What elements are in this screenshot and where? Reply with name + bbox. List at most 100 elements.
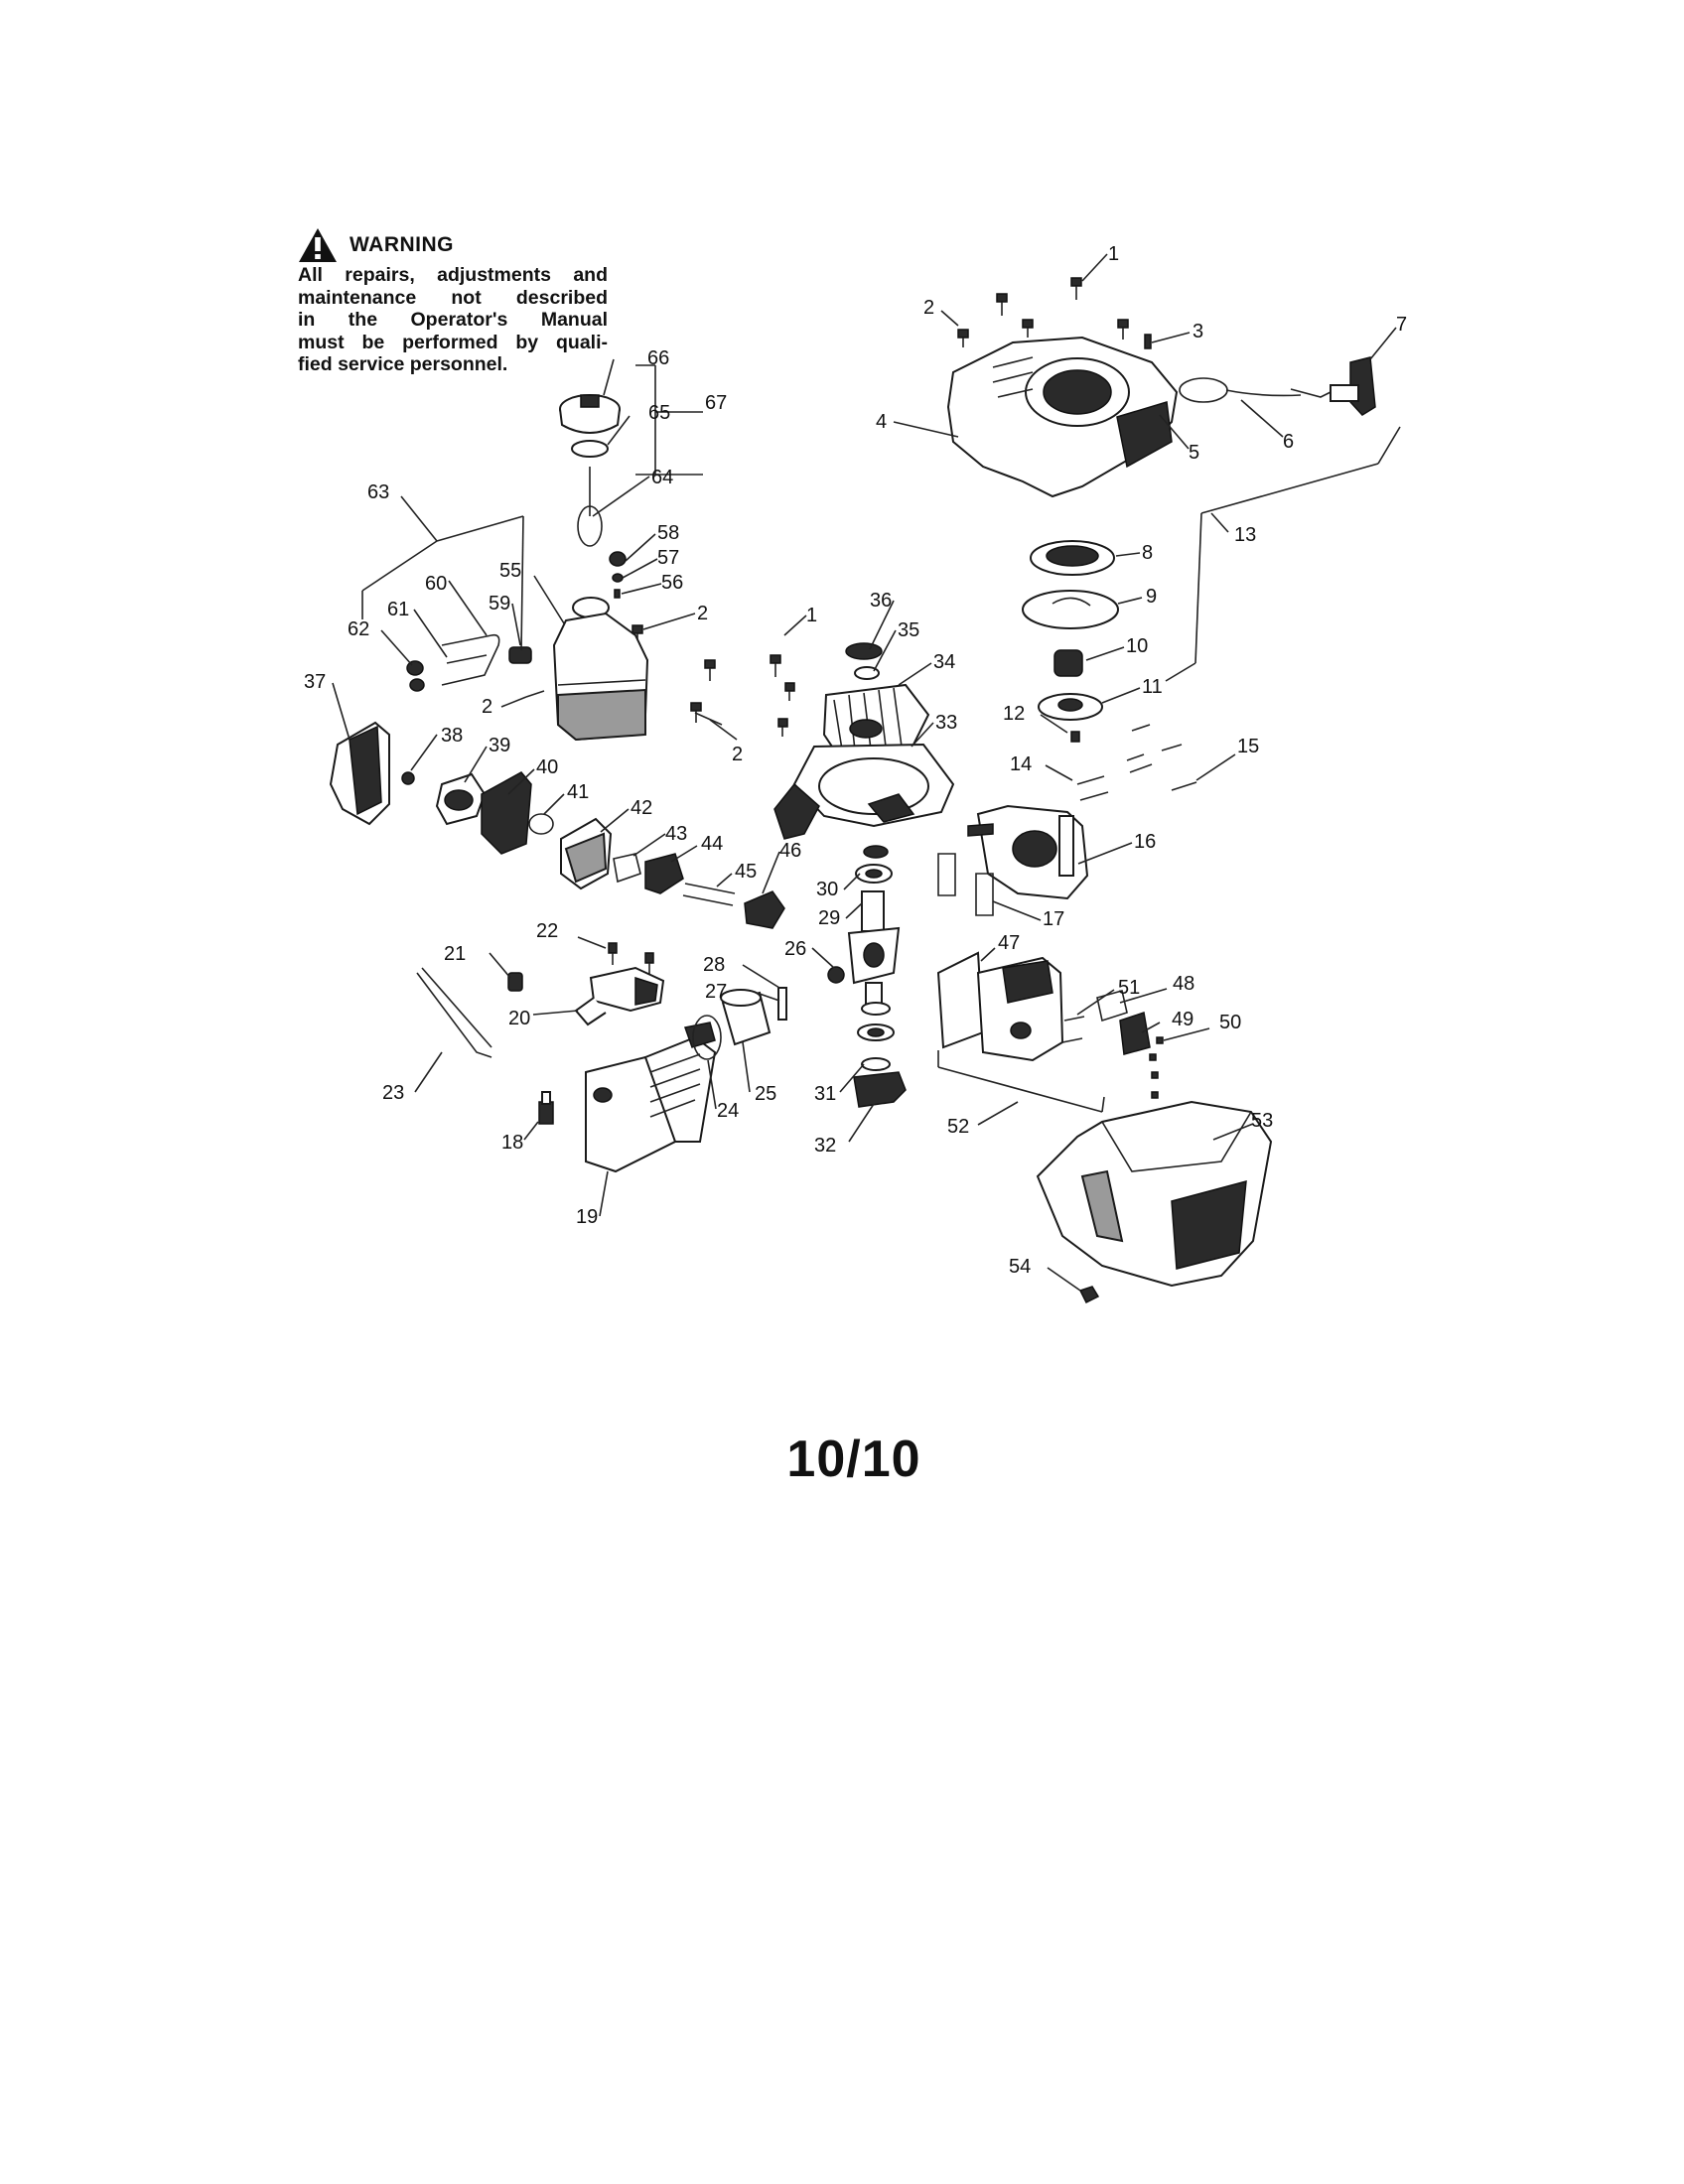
callout-label: 11 [1142, 676, 1163, 698]
gasket-part [937, 853, 994, 916]
callout-label: 2 [732, 744, 743, 765]
muffler-assembly-part [936, 951, 1164, 1099]
fuel-tank-part [552, 597, 649, 742]
callout-label: 55 [499, 560, 521, 582]
callout-label: 15 [1237, 736, 1259, 757]
callout-label: 25 [755, 1083, 776, 1105]
callout-label: 33 [935, 712, 957, 734]
crankshaft-part [827, 845, 901, 1014]
callout-label: 12 [1003, 703, 1025, 725]
callout-label: 65 [648, 402, 670, 424]
callout-label: 9 [1146, 586, 1157, 608]
callout-label: 10 [1126, 635, 1148, 657]
callout-label: 3 [1193, 321, 1203, 342]
spark-plug-part [538, 1091, 554, 1125]
callout-label: 52 [947, 1116, 969, 1138]
callout-label: 13 [1234, 524, 1256, 546]
callout-label: 45 [735, 861, 757, 883]
callout-label: 56 [661, 572, 683, 594]
nut-part [1078, 1286, 1100, 1304]
callout-label: 19 [576, 1206, 598, 1228]
warning-line: must be performed by quali- [298, 331, 608, 353]
callout-label: 8 [1142, 542, 1153, 564]
warning-line: maintenance not described [298, 286, 608, 309]
callout-label: 63 [367, 481, 389, 503]
warning-line: in the Operator's Manual [298, 309, 608, 331]
callout-labels: 1 2 3 7 66 65 67 4 5 6 64 63 13 58 57 55… [304, 243, 1407, 1278]
callout-label: 17 [1043, 908, 1064, 930]
recoil-pulley-stack [1022, 540, 1119, 743]
fuel-cap-part [559, 394, 627, 599]
bolts-part [1076, 724, 1197, 801]
callout-label: 57 [657, 547, 679, 569]
piston-part [720, 989, 772, 1046]
engine-cover-part [1036, 1100, 1273, 1288]
piston-ring-part [692, 1015, 722, 1060]
warning-title: WARNING [350, 233, 454, 256]
callout-label: 64 [651, 467, 673, 488]
recoil-housing-part [946, 336, 1179, 498]
callout-label: 35 [898, 619, 919, 641]
cylinder-part [585, 1022, 717, 1173]
page-number: 10/10 [786, 1431, 921, 1488]
callout-label: 20 [508, 1008, 530, 1029]
wire-part [416, 967, 492, 1058]
warning-line: fied service personnel. [298, 353, 508, 375]
callout-label: 34 [933, 651, 955, 673]
callout-label: 47 [998, 932, 1020, 954]
warning-line: All repairs, adjustments and [298, 264, 608, 286]
callout-label: 26 [784, 938, 806, 960]
starter-handle-part [1330, 356, 1376, 416]
callout-label: 5 [1189, 442, 1199, 464]
nut-part [401, 771, 415, 785]
warning-text: All repairs, adjustments and maintenance… [298, 264, 608, 376]
callout-label: 21 [444, 943, 466, 965]
warning-triangle-icon [299, 228, 337, 262]
callout-label: 59 [489, 593, 510, 614]
callout-label: 32 [814, 1135, 836, 1157]
callout-label: 7 [1396, 314, 1407, 336]
washer-stack-part [857, 1002, 895, 1071]
callout-label: 39 [489, 735, 510, 756]
crankcase-part [967, 804, 1089, 900]
callout-label: 67 [705, 392, 727, 414]
carburetor-assembly-part [435, 771, 736, 906]
warning-header: WARNING [298, 226, 608, 264]
callout-label: 22 [536, 920, 558, 942]
callout-label: 29 [818, 907, 840, 929]
callout-label: 48 [1173, 973, 1194, 995]
callout-label: 1 [1108, 243, 1119, 265]
callout-label: 2 [697, 603, 708, 624]
callout-label: 44 [701, 833, 723, 855]
callout-label: 30 [816, 879, 838, 900]
callout-label: 1 [806, 605, 817, 626]
callout-label: 66 [647, 347, 669, 369]
part-drawings [329, 277, 1376, 1304]
callout-label: 2 [923, 297, 934, 319]
callout-label: 23 [382, 1082, 404, 1104]
piston-pin-part [777, 987, 787, 1021]
callout-label: 43 [665, 823, 687, 845]
callout-label: 27 [705, 981, 727, 1003]
counterweight-part [853, 1071, 907, 1108]
callout-label: 58 [657, 522, 679, 544]
callout-label: 53 [1251, 1110, 1273, 1132]
callout-label: 60 [425, 573, 447, 595]
callout-label: 54 [1009, 1256, 1031, 1278]
callout-label: 41 [567, 781, 589, 803]
intake-boot-part [744, 890, 785, 929]
callout-label: 40 [536, 756, 558, 778]
air-filter-cover-part [329, 721, 390, 826]
callout-label: 18 [501, 1132, 523, 1154]
callout-label: 24 [717, 1100, 739, 1122]
callout-label: 37 [304, 671, 326, 693]
callout-label: 16 [1134, 831, 1156, 853]
callout-label: 46 [779, 840, 801, 862]
callout-label: 38 [441, 725, 463, 747]
starter-rope-part [1179, 377, 1332, 403]
callout-label: 28 [703, 954, 725, 976]
callout-label: 6 [1283, 431, 1294, 453]
callout-label: 31 [814, 1083, 836, 1105]
